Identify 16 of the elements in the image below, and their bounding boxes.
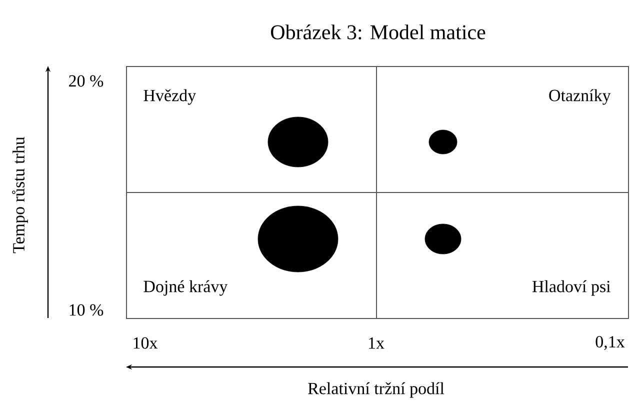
tick-label: 0,1x <box>596 336 625 350</box>
bubble <box>424 224 462 254</box>
axis-title: Relativní tržní podíl <box>308 382 444 398</box>
tick-label: 10x <box>134 337 158 349</box>
bubble <box>428 130 458 154</box>
axis-title: Tempo růstu trhu <box>12 136 28 254</box>
quadrant-box: Dojné krávy <box>126 192 377 319</box>
tick-label: 20 % <box>69 75 104 87</box>
title: Obrázek 3: Model matice <box>271 24 486 40</box>
tick-label: 1x <box>369 337 384 349</box>
tick-label: 10 % <box>70 304 104 316</box>
quadrant-box: Hvězdy <box>126 66 377 193</box>
bubble <box>258 206 338 272</box>
quadrant-box: Otazníky <box>376 66 629 193</box>
bubble <box>268 116 328 168</box>
quadrant-box: Hladoví psi <box>376 192 629 319</box>
